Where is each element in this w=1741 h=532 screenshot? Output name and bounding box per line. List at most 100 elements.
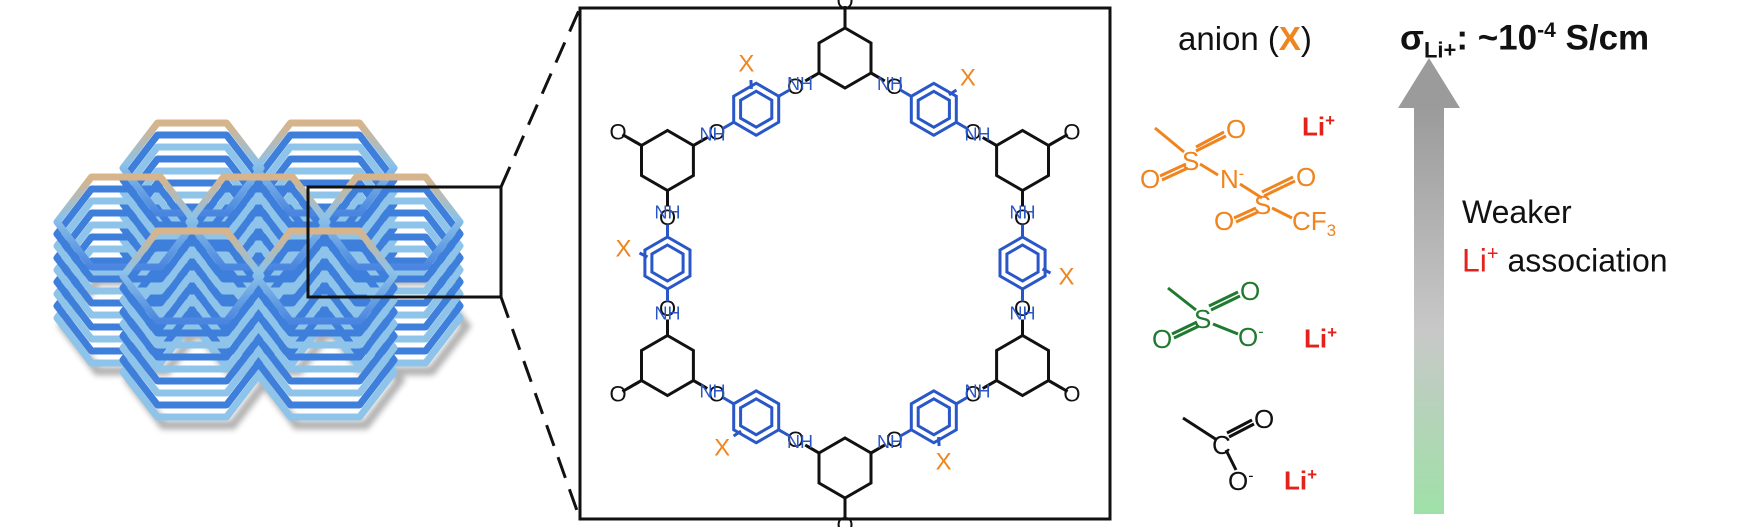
phenylene-inner-1 bbox=[1005, 243, 1040, 283]
tfsi-li-cation: Li+ bbox=[1302, 111, 1336, 142]
oxygen-label: O bbox=[1014, 205, 1031, 230]
amine-bond bbox=[899, 428, 913, 438]
substituent-x-label: X bbox=[615, 236, 631, 263]
trione-core-1 bbox=[995, 128, 1050, 193]
nh-label: NH bbox=[965, 382, 991, 402]
zoom-connector-top bbox=[499, 7, 582, 188]
hexagon-ring-0-1 bbox=[252, 119, 398, 217]
outward-bond bbox=[1047, 133, 1069, 147]
mesylate-anion-bonds bbox=[1167, 286, 1241, 340]
vinyl-bond bbox=[870, 444, 884, 455]
oxygen-label: O bbox=[787, 427, 804, 452]
x-bond bbox=[948, 88, 958, 97]
oxygen-label: O bbox=[708, 120, 725, 145]
hexagon-ring-2-4 bbox=[318, 197, 464, 295]
trione-core-5 bbox=[640, 128, 695, 193]
zoom-connector-bottom bbox=[499, 296, 582, 520]
trione-core-3 bbox=[817, 436, 873, 500]
anion-header-prefix: anion ( bbox=[1178, 20, 1279, 57]
amine-bond bbox=[955, 396, 968, 406]
conductivity-unit: S/cm bbox=[1555, 18, 1650, 58]
vinyl-bond bbox=[806, 71, 820, 82]
nh-label: NH bbox=[965, 125, 991, 145]
trione-core-0 bbox=[817, 26, 873, 90]
hexagon-ring-1-6 bbox=[252, 239, 398, 337]
hexagon-ring-1-4 bbox=[318, 185, 464, 283]
oxygen-label: O bbox=[659, 296, 676, 321]
oxygen-label: O bbox=[886, 427, 903, 452]
tfsi-n: N- bbox=[1220, 164, 1245, 194]
nh-label: NH bbox=[787, 74, 813, 94]
sigma-subscript: Li+ bbox=[1423, 37, 1457, 63]
arrow-label-line1: Weaker bbox=[1462, 194, 1572, 230]
phenylene-inner-0 bbox=[916, 89, 951, 130]
conductivity-exponent: -4 bbox=[1537, 19, 1556, 42]
acetate-anion-bonds bbox=[1182, 416, 1255, 471]
nh-label: NH bbox=[655, 304, 681, 324]
vinyl-bond bbox=[692, 137, 707, 147]
mes-o1: O bbox=[1240, 276, 1261, 306]
oxygen-label: O bbox=[787, 74, 804, 99]
hexagon-ring-2-6 bbox=[252, 251, 398, 349]
hexagon-ring-0-6 bbox=[252, 227, 398, 325]
nh-label: NH bbox=[1010, 304, 1036, 324]
amine-bond bbox=[722, 120, 735, 130]
x-bond bbox=[937, 437, 941, 447]
mes-li-cation: Li+ bbox=[1304, 323, 1338, 354]
conductivity-label: σLi+: ~10-4 S/cm bbox=[1400, 20, 1649, 62]
outward-bond bbox=[621, 133, 643, 147]
substituent-x-label: X bbox=[738, 51, 754, 78]
cof-pore-structure: OOOOOOOOOOOOOOOOOONHNHXNHNHXNHNHXNHNHXNH… bbox=[610, 0, 1081, 532]
phenylene-inner-4 bbox=[650, 243, 685, 283]
x-bond bbox=[732, 429, 742, 438]
arrow-label-line2: Li+ association bbox=[1462, 242, 1668, 279]
ace-li-cation: Li+ bbox=[1284, 465, 1318, 496]
tfsi-s1: S bbox=[1182, 146, 1200, 176]
vinyl-bond bbox=[870, 71, 884, 82]
oxygen-label: O bbox=[1014, 296, 1031, 321]
nh-label: NH bbox=[787, 432, 813, 452]
trione-core-2 bbox=[995, 333, 1050, 398]
nh-label: NH bbox=[1010, 203, 1036, 223]
oxygen-label: O bbox=[708, 382, 725, 407]
x-bond bbox=[749, 79, 753, 89]
outward-bond bbox=[1047, 379, 1069, 393]
substituent-x-label: X bbox=[714, 434, 730, 461]
anion-header-x: X bbox=[1278, 20, 1301, 57]
mes-o2: O bbox=[1152, 324, 1173, 354]
sigma-symbol: σ bbox=[1400, 18, 1424, 58]
tfsi-anion-bonds bbox=[1154, 126, 1296, 224]
zoom-selection-box bbox=[306, 185, 503, 299]
amine-bond bbox=[722, 396, 735, 406]
tfsi-s2: S bbox=[1254, 190, 1272, 220]
amine-bond bbox=[777, 428, 791, 438]
mes-o3: O- bbox=[1238, 322, 1264, 352]
ace-c: C bbox=[1212, 430, 1231, 460]
nh-label: NH bbox=[700, 125, 726, 145]
phenylene-inner-3 bbox=[739, 397, 774, 437]
anion-header: anion (X) bbox=[1178, 22, 1312, 55]
tfsi-cf3: CF3 bbox=[1292, 206, 1337, 241]
phenylene-inner-5 bbox=[739, 89, 774, 129]
tfsi-o3: O bbox=[1296, 162, 1317, 192]
anion-header-suffix: ) bbox=[1300, 20, 1312, 57]
association-arrow bbox=[1398, 58, 1460, 514]
mes-s: S bbox=[1194, 304, 1212, 334]
oxygen-label: O bbox=[886, 74, 903, 99]
substituent-x-label: X bbox=[960, 65, 976, 92]
cof-stack-illustration bbox=[53, 119, 472, 430]
substituent-x-label: X bbox=[936, 448, 952, 475]
oxygen-label: O bbox=[965, 382, 982, 407]
oxygen-label: O bbox=[610, 120, 627, 145]
oxygen-label: O bbox=[659, 205, 676, 230]
oxygen-label: O bbox=[610, 382, 627, 407]
ace-o1: O bbox=[1254, 404, 1275, 434]
ace-o2: O- bbox=[1228, 466, 1254, 496]
oxygen-label: O bbox=[965, 120, 982, 145]
hexagon-ring-0-2 bbox=[53, 173, 199, 271]
conductivity-value: : ~10 bbox=[1456, 18, 1538, 58]
nh-label: NH bbox=[700, 382, 726, 402]
nh-label: NH bbox=[877, 432, 903, 452]
